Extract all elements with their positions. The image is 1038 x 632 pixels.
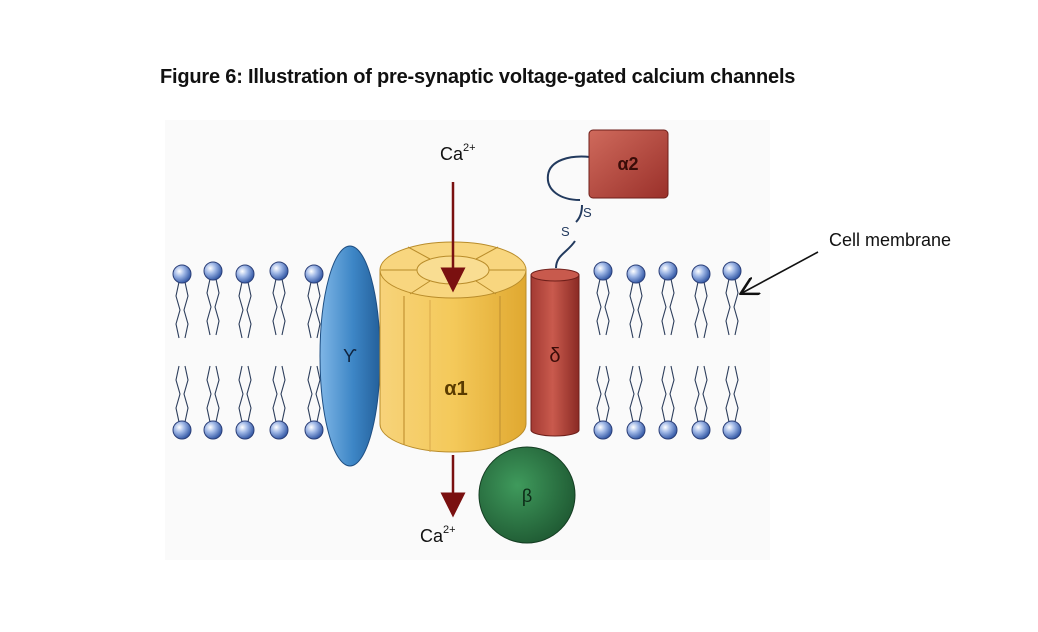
lipid-head bbox=[658, 261, 678, 281]
disulfide-linker-upper bbox=[546, 155, 591, 223]
lipid-tail bbox=[661, 278, 675, 336]
ca-bottom-label: Ca2+ bbox=[420, 524, 456, 546]
lipid-tail bbox=[694, 281, 708, 339]
lipid-tail bbox=[272, 278, 286, 336]
ca-top-label: Ca2+ bbox=[440, 142, 476, 164]
lipid-tail bbox=[629, 281, 643, 339]
lipid-head bbox=[593, 420, 613, 440]
lipid-tail bbox=[206, 365, 220, 423]
svg-text:Ca2+: Ca2+ bbox=[420, 524, 456, 546]
lipid-tail bbox=[238, 365, 252, 423]
lipid-head bbox=[626, 420, 646, 440]
beta-subunit: β bbox=[478, 446, 576, 544]
lipid-head bbox=[722, 261, 742, 281]
lipid-tail bbox=[596, 365, 610, 423]
lipid-tail bbox=[238, 281, 252, 339]
disulfide-s-upper: S bbox=[583, 205, 592, 220]
cell-membrane-label: Cell membrane bbox=[829, 230, 951, 250]
alpha2-subunit: α2 bbox=[588, 129, 669, 199]
lipid-tail bbox=[725, 365, 739, 423]
lipid-tail bbox=[272, 365, 286, 423]
lipid-head bbox=[722, 420, 742, 440]
lipid-tail bbox=[206, 278, 220, 336]
disulfide-s-lower: S bbox=[561, 224, 570, 239]
lipid-head bbox=[203, 420, 223, 440]
lipid-head bbox=[269, 261, 289, 281]
ca-top-sup: 2+ bbox=[463, 142, 476, 154]
lipid-tail bbox=[596, 278, 610, 336]
gamma-subunit: ϒ bbox=[319, 245, 381, 467]
lipid-head bbox=[691, 264, 711, 284]
lipid-tail bbox=[175, 281, 189, 339]
ca-bottom-sup: 2+ bbox=[443, 524, 456, 536]
lipid-tail bbox=[307, 281, 321, 339]
lipid-head bbox=[203, 261, 223, 281]
ca-bottom-base: Ca bbox=[420, 526, 444, 546]
svg-text:Ca2+: Ca2+ bbox=[440, 142, 476, 164]
lipid-tail bbox=[661, 365, 675, 423]
delta-label: δ bbox=[549, 345, 560, 367]
lipid-head bbox=[304, 420, 324, 440]
lipid-bilayer bbox=[172, 261, 742, 440]
lipid-tail bbox=[175, 365, 189, 423]
lipid-head bbox=[172, 420, 192, 440]
figure-title: Figure 6: Illustration of pre-synaptic v… bbox=[160, 66, 796, 88]
lipid-tail bbox=[725, 278, 739, 336]
ca-top-base: Ca bbox=[440, 144, 464, 164]
lipid-head bbox=[269, 420, 289, 440]
disulfide-linker-lower bbox=[555, 240, 576, 269]
gamma-label: ϒ bbox=[343, 346, 357, 366]
lipid-head bbox=[691, 420, 711, 440]
lipid-tail bbox=[694, 365, 708, 423]
alpha1-label: α1 bbox=[444, 378, 467, 400]
cell-membrane-pointer bbox=[742, 251, 819, 293]
alpha2-label: α2 bbox=[617, 154, 638, 174]
beta-label: β bbox=[522, 486, 532, 506]
lipid-head bbox=[658, 420, 678, 440]
lipid-head bbox=[304, 264, 324, 284]
delta-subunit: δ bbox=[530, 268, 580, 437]
lipid-head bbox=[172, 264, 192, 284]
lipid-tail bbox=[629, 365, 643, 423]
lipid-tail bbox=[307, 365, 321, 423]
lipid-head bbox=[626, 264, 646, 284]
lipid-head bbox=[235, 420, 255, 440]
lipid-head bbox=[593, 261, 613, 281]
lipid-head bbox=[235, 264, 255, 284]
